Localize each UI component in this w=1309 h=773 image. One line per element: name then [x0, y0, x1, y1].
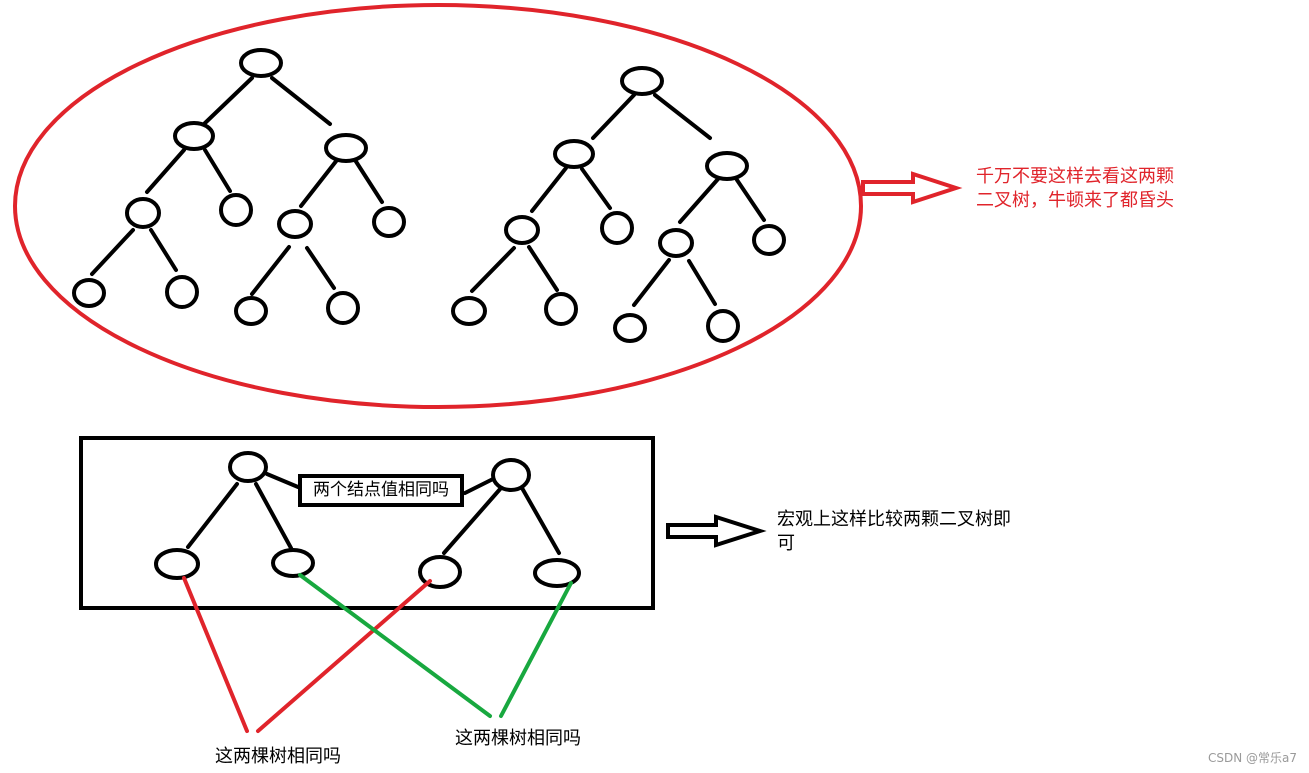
tree-edge: [442, 486, 503, 555]
green-comparison-line-right: [499, 581, 573, 718]
tree-edge: [250, 245, 291, 296]
tree-node: [72, 278, 106, 308]
tree-node: [326, 291, 360, 325]
top-right-tree: [470, 93, 766, 307]
tree-edge: [186, 482, 239, 549]
tree-node: [271, 548, 315, 578]
bottom-question-right: 这两棵树相同吗: [455, 728, 581, 749]
tree-edge: [254, 482, 293, 550]
tree-node: [372, 206, 406, 238]
red-comparison-line-right: [256, 579, 432, 733]
green-comparison-line-left: [298, 573, 492, 718]
macro-comparison-box: [79, 436, 655, 610]
tree-node: [705, 151, 749, 181]
tree-edge: [527, 245, 559, 292]
top-right-tree-nodes: [451, 66, 786, 343]
tree-edge: [470, 246, 516, 293]
warning-note: 千万不要这样去看这两颗二叉树，牛顿来了都昏头: [976, 166, 1174, 211]
tree-node: [553, 139, 595, 169]
macro-note: 宏观上这样比较两颗二叉树即可: [777, 509, 1011, 554]
top-left-tree: [90, 76, 384, 296]
tree-edge: [735, 178, 766, 222]
bottom-trees-edges: [186, 472, 561, 555]
top-left-tree-nodes: [72, 48, 406, 326]
watermark: CSDN @常乐a7: [1207, 751, 1297, 765]
tree-edge: [653, 93, 712, 140]
tree-edge: [305, 246, 336, 290]
tree-edge: [145, 148, 186, 194]
red-focus-ellipse: [13, 3, 863, 409]
tree-edge: [203, 148, 232, 193]
node-value-question: 两个结点值相同吗: [298, 474, 464, 507]
tree-edge: [520, 486, 561, 555]
red-arrow: [861, 171, 963, 205]
tree-edge: [202, 76, 254, 126]
tree-edge: [265, 472, 300, 489]
tree-node: [658, 228, 694, 258]
bottom-trees-nodes: [154, 451, 581, 589]
tree-node: [239, 48, 283, 78]
tree-node: [752, 224, 786, 256]
tree-node: [491, 458, 531, 492]
red-comparison-line-left: [182, 576, 249, 733]
tree-node: [234, 296, 268, 326]
tree-node: [451, 296, 487, 326]
tree-node: [706, 309, 740, 343]
tree-edge: [463, 476, 497, 495]
tree-edge: [591, 93, 636, 140]
tree-node: [544, 292, 578, 326]
tree-edge: [687, 259, 717, 306]
tree-node: [613, 313, 647, 343]
tree-node: [219, 193, 253, 227]
tree-node: [600, 211, 634, 245]
tree-node: [324, 133, 368, 163]
tree-edge: [299, 158, 339, 208]
tree-node: [173, 121, 215, 151]
tree-node: [154, 548, 200, 580]
tree-edge: [580, 167, 612, 210]
tree-node: [504, 215, 540, 245]
tree-node: [228, 451, 268, 483]
tree-node: [533, 558, 581, 588]
tree-edge: [353, 158, 384, 204]
tree-edge: [90, 228, 135, 276]
tree-node: [277, 209, 313, 239]
tree-edge: [632, 258, 671, 307]
tree-edge: [530, 166, 568, 213]
tree-edge: [678, 177, 720, 224]
tree-node: [620, 66, 664, 96]
black-arrow: [666, 514, 767, 548]
tree-edge: [149, 228, 178, 272]
bottom-question-left: 这两棵树相同吗: [215, 746, 341, 767]
tree-edge: [270, 76, 332, 126]
tree-node: [165, 275, 199, 309]
tree-node: [125, 197, 161, 229]
